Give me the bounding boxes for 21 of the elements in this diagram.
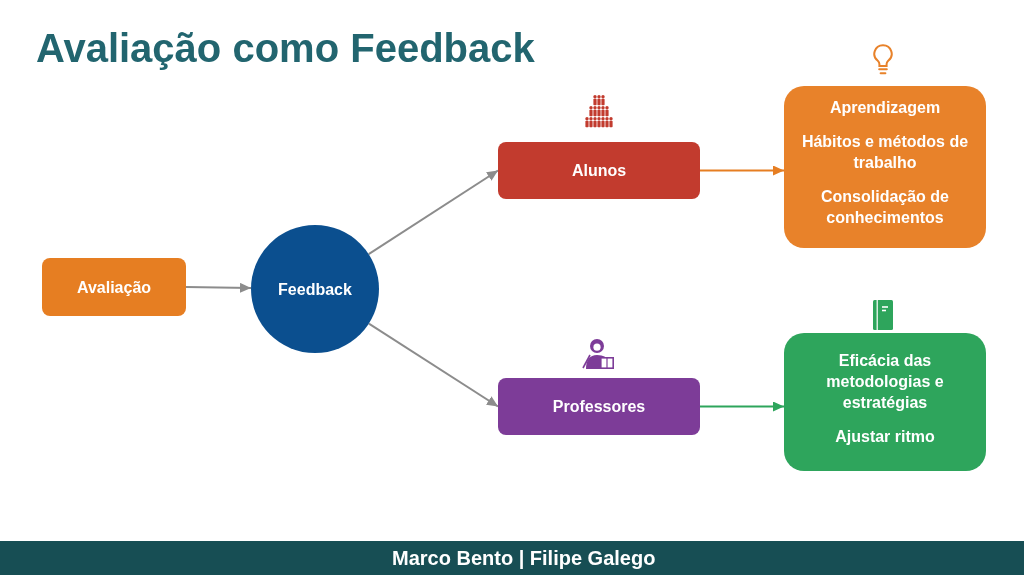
process-box	[498, 142, 700, 199]
process-box	[498, 378, 700, 435]
node-label: Alunos	[571, 161, 627, 181]
node-label: Consolidação de conhecimentos	[820, 186, 950, 228]
node-label: Eficácia das metodologias e estratégias	[825, 350, 945, 413]
outcome-panel	[784, 333, 986, 471]
node-label: Ajustar ritmo	[835, 426, 935, 447]
outcome-panel	[784, 86, 986, 248]
arrow	[367, 169, 499, 256]
diagram-title: Avaliação como Feedback	[36, 28, 535, 68]
node-label: Feedback	[278, 279, 352, 300]
arrow	[699, 165, 785, 176]
arrow	[185, 282, 252, 293]
node-label: Hábitos e métodos de trabalho	[800, 131, 970, 173]
arrow	[699, 401, 785, 412]
arrow	[367, 322, 499, 408]
node-label: Professores	[552, 397, 646, 417]
node-label: Avaliação	[76, 277, 152, 298]
node-label: Aprendizagem	[829, 97, 941, 118]
author-credit: Marco Bento | Filipe Galego	[392, 547, 656, 569]
process-box	[42, 258, 186, 316]
